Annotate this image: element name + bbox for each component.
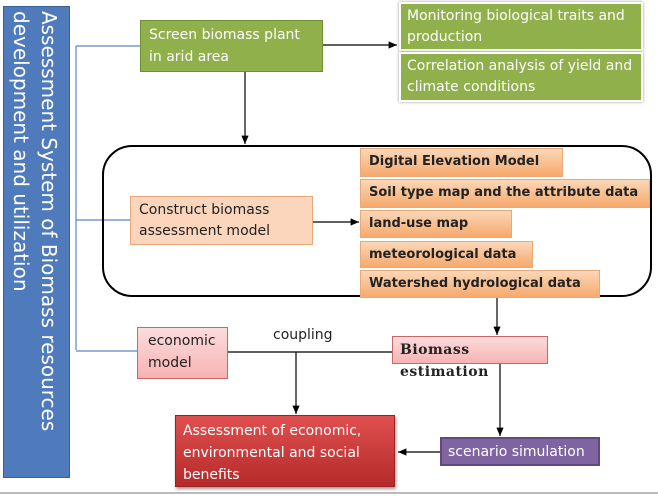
scenario-simulation-box: scenario simulation [440,437,600,466]
system-title-box: Assessment System of Biomass resources d… [3,6,70,478]
biomass-estimation-box: Biomass estimation [392,336,548,380]
title-line-2: development and utilization [9,11,33,292]
construct-model-box: Construct biomass assessment model [130,196,313,245]
correlation-box: Correlation analysis of yield and climat… [399,52,643,102]
layer-meteorological: meteorological data [360,241,533,268]
economic-model-box: economic model [137,327,228,379]
assessment-benefits-box: Assessment of economic, environmental an… [175,415,395,487]
layer-land-use: land-use map [360,210,512,238]
layer-watershed: Watershed hydrological data [360,270,600,298]
coupling-label: coupling [273,327,333,343]
monitoring-box: Monitoring biological traits and product… [399,2,643,51]
screen-biomass-box: Screen biomass plant in arid area [140,20,323,72]
layer-dem: Digital Elevation Model [360,148,563,177]
title-line-1: Assessment System of Biomass resources [37,11,61,432]
layer-soil: Soil type map and the attribute data [360,179,650,208]
